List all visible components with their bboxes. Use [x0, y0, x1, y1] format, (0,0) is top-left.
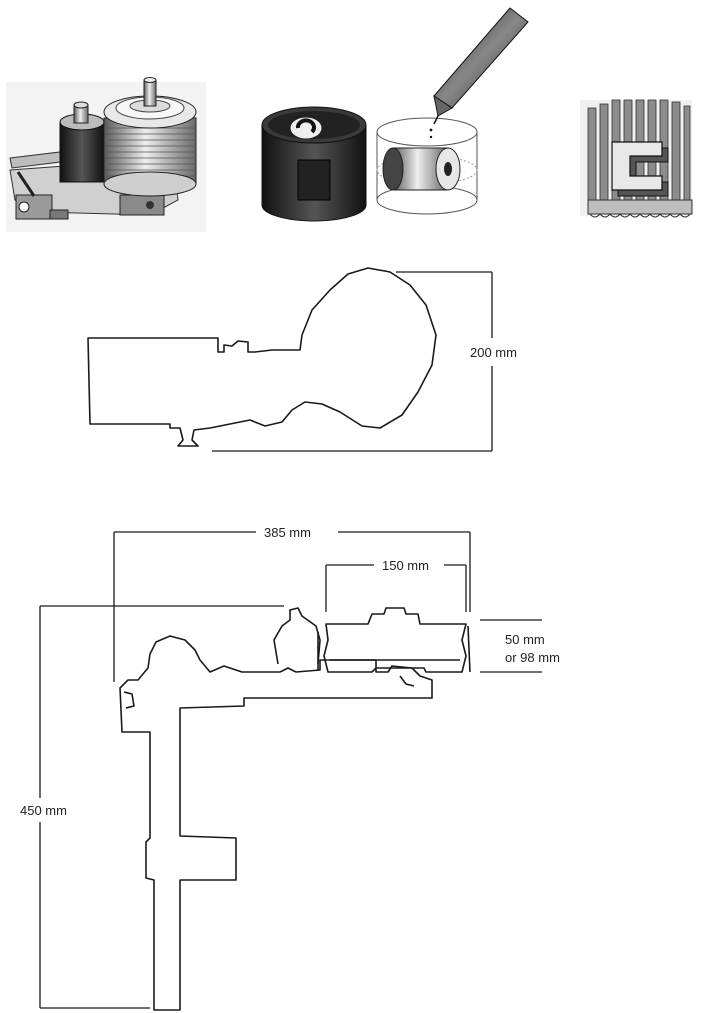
stand-middle-bump: [273, 607, 321, 665]
thickness-label-line2: or 98 mm: [505, 650, 560, 665]
top-profile-drawing: 200 mm: [87, 267, 517, 452]
pulley-assembly-illustration: [6, 77, 206, 232]
stand-outline: [119, 635, 433, 1011]
height-overall-label: 450 mm: [20, 803, 67, 818]
width-pulley-label: 150 mm: [382, 558, 429, 573]
pulley-drum-outline: [323, 607, 467, 673]
stand-notch: [123, 691, 135, 709]
container-cylinder-illustration: [261, 7, 529, 222]
top-profile-outline: [87, 267, 437, 447]
pulley-right-rim: [467, 625, 471, 673]
width-overall-label: 385 mm: [264, 525, 311, 540]
pulley-hub: [399, 675, 415, 687]
bottom-stand-drawing: 385 mm 150 mm 50 mm or 98 mm 450 mm: [20, 525, 560, 1011]
top-height-label: 200 mm: [470, 345, 517, 360]
thickness-label-line1: 50 mm: [505, 632, 545, 647]
c-block-illustration: [580, 99, 693, 218]
